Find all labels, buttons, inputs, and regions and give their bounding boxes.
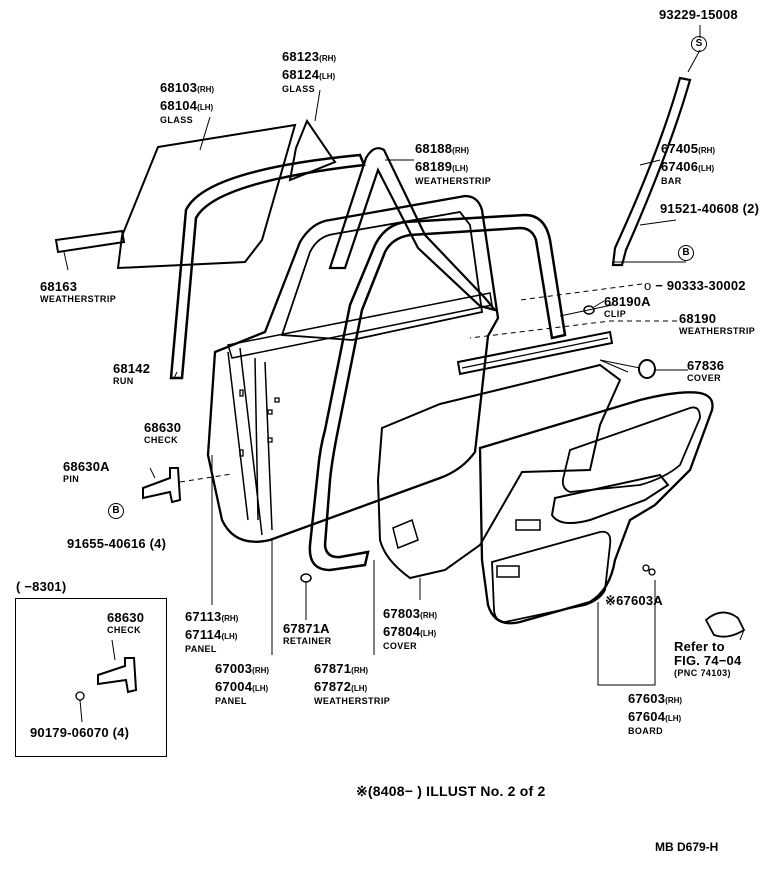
label-91655-40616: 91655-40616 (4) xyxy=(67,536,167,551)
weatherstrip-68188-shape xyxy=(328,147,499,312)
label-90333-30002: o − 90333-30002 xyxy=(644,278,746,293)
marker-b-circle-left: B xyxy=(108,503,124,519)
label-67803: 67803(RH) 67804(LH) COVER xyxy=(383,606,438,652)
bar-67405-shape xyxy=(611,76,692,267)
cover-67836-shape xyxy=(638,359,656,379)
label-67871: 67871(RH) 67872(LH) WEATHERSTRIP xyxy=(314,661,391,707)
run-68142-shape xyxy=(169,153,366,380)
label-68103: 68103(RH) 68104(LH) GLASS xyxy=(160,80,215,126)
label-68188: 68188(RH) 68189(LH) WEATHERSTRIP xyxy=(415,141,492,187)
label-91521-40608: 91521-40608 (2) xyxy=(660,201,760,216)
board-67603-pocket xyxy=(491,530,612,623)
inset-label-68630: 68630 CHECK xyxy=(107,610,145,636)
weatherstrip-68190-line xyxy=(461,337,609,369)
inset-box xyxy=(15,598,167,757)
label-68630: 68630 CHECK xyxy=(144,420,182,446)
cover-67803-hole xyxy=(392,518,419,550)
weatherstrip-68190-shape xyxy=(456,330,614,376)
inset-check-shape xyxy=(97,657,138,694)
door-panel-edge xyxy=(227,347,273,536)
marker-s-circle: S xyxy=(691,36,707,52)
door-panel-holes xyxy=(239,389,280,457)
board-67603-shape xyxy=(478,391,714,625)
glass-68103-shape xyxy=(116,123,297,270)
clip-68190a-shape xyxy=(583,305,595,315)
cover-67803-shape xyxy=(376,363,622,580)
clip-67603a-shape-1 xyxy=(642,564,650,572)
weatherstrip-68163-shape xyxy=(54,229,126,254)
weatherstrip-67871-shape xyxy=(308,213,567,572)
door-panel-window-sill xyxy=(227,292,493,359)
illust-caption: ※(8408− ) ILLUST No. 2 of 2 xyxy=(356,783,546,799)
board-67603-handle-recess xyxy=(515,519,541,531)
glass-68123-shape xyxy=(288,118,337,182)
drawing-code: MB D679-H xyxy=(655,840,719,854)
door-panel-67003-shape xyxy=(206,194,500,543)
label-68142: 68142 RUN xyxy=(113,361,151,387)
retainer-67871a-shape xyxy=(300,573,312,583)
label-68163: 68163 WEATHERSTRIP xyxy=(40,279,117,305)
inside-handle-reference-shape xyxy=(704,611,746,638)
inset-range-label: ( −8301) xyxy=(16,579,67,594)
marker-b-circle: B xyxy=(678,245,694,261)
label-67405: 67405(RH) 67406(LH) BAR xyxy=(661,141,716,187)
label-68630a: 68630A PIN xyxy=(63,459,110,485)
label-93229-15008: 93229-15008 xyxy=(659,7,738,22)
clip-67603a-shape-2 xyxy=(648,568,656,576)
door-panel-inner-frame xyxy=(280,211,484,341)
board-67603-lamp xyxy=(496,565,520,578)
leader-lines xyxy=(63,25,745,723)
label-67003: 67003(RH) 67004(LH) PANEL xyxy=(215,661,270,707)
label-67113: 67113(RH) 67114(LH) PANEL xyxy=(185,609,239,655)
check-68630-shape xyxy=(142,467,182,504)
label-67836: 67836 COVER xyxy=(687,358,725,384)
board-67603-upper-panel xyxy=(561,406,701,493)
label-refer-to: Refer to FIG. 74−04 (PNC 74103) xyxy=(674,639,742,679)
label-68190: 68190 WEATHERSTRIP xyxy=(679,311,756,337)
board-67603-armrest xyxy=(550,473,670,525)
inset-label-90179-06070: 90179-06070 (4) xyxy=(30,725,130,740)
label-68190a: 68190A CLIP xyxy=(604,294,651,320)
label-67871a: 67871A RETAINER xyxy=(283,621,332,647)
label-68123: 68123(RH) 68124(LH) GLASS xyxy=(282,49,337,95)
label-67603: 67603(RH) 67604(LH) BOARD xyxy=(628,691,683,737)
label-67603a: ※67603A xyxy=(605,593,663,608)
